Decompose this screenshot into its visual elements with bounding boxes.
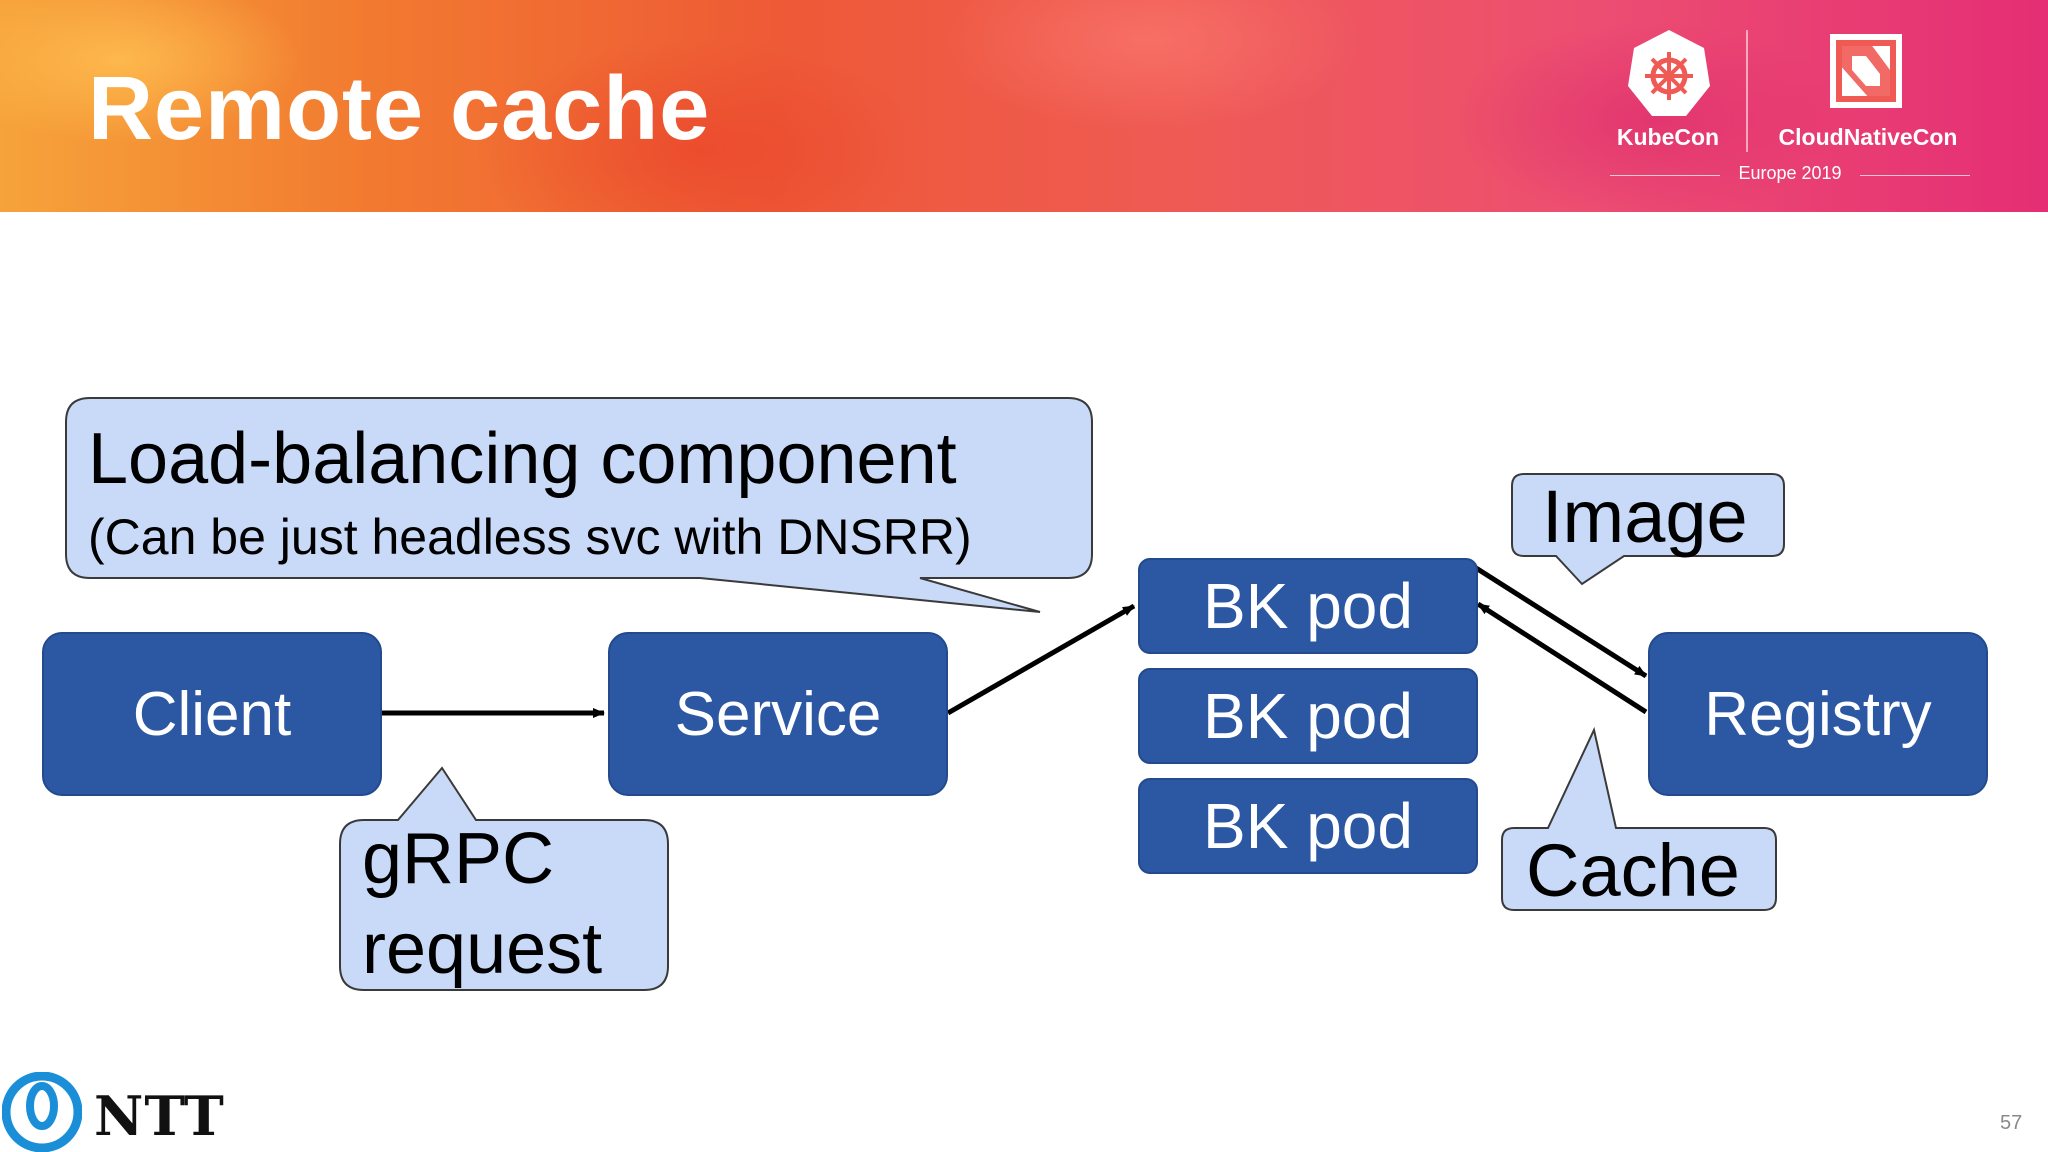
image-label: Image xyxy=(1542,475,1748,558)
kubecon-helm-icon xyxy=(1628,30,1710,116)
arrow-registry-to-pod xyxy=(1476,601,1648,715)
arrow-pod-to-registry xyxy=(1474,565,1648,679)
slide-title: Remote cache xyxy=(88,59,711,159)
cache-label: Cache xyxy=(1526,829,1740,912)
ntt-brand: NTT xyxy=(94,1084,225,1148)
cncf-icon xyxy=(1830,34,1902,108)
bk-pod-node: BK pod xyxy=(1138,778,1478,874)
client-node: Client xyxy=(42,632,382,796)
bk-pod-node: BK pod xyxy=(1138,668,1478,764)
load-balancing-note: (Can be just headless svc with DNSRR) xyxy=(88,509,972,565)
event-edition-text: Europe 2019 xyxy=(1738,163,1842,183)
kubecon-label: KubeCon xyxy=(1616,124,1720,150)
page-number: 57 xyxy=(2000,1112,2023,1134)
grpc-callout xyxy=(339,766,669,991)
logo-divider xyxy=(1746,30,1748,152)
header-banner xyxy=(0,0,2048,212)
cache-callout xyxy=(1501,726,1777,911)
load-balancing-callout xyxy=(65,397,1093,613)
service-node: Service xyxy=(608,632,948,796)
ntt-logo-icon xyxy=(2,1072,82,1152)
load-balancing-title: Load-balancing component xyxy=(88,419,957,499)
cloudnativecon-label: CloudNativeCon xyxy=(1778,124,1958,150)
grpc-label-line1: gRPC xyxy=(362,819,555,899)
bk-pod-node: BK pod xyxy=(1138,558,1478,654)
registry-node: Registry xyxy=(1648,632,1988,796)
event-edition: Europe 2019 xyxy=(1610,163,1970,184)
image-callout xyxy=(1511,473,1785,586)
arrow-service-to-pod xyxy=(946,603,1136,716)
grpc-label-line2: request xyxy=(362,909,603,989)
